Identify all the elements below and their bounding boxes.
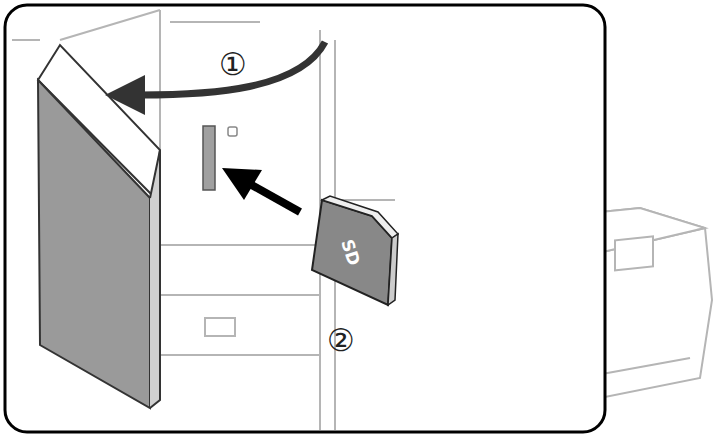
- indicator-light: [228, 127, 237, 136]
- cover-flap: [38, 45, 160, 408]
- detail-frame: [5, 5, 605, 432]
- open-arrow: [140, 42, 325, 95]
- card-slot: [203, 126, 215, 190]
- insert-arrow: [250, 184, 300, 212]
- arrow-head: [105, 75, 145, 115]
- arrow-head: [222, 168, 262, 200]
- callout-number: ②: [327, 325, 355, 356]
- callout-number: ①: [219, 49, 247, 80]
- sd-card: [312, 196, 398, 305]
- printer-body: [12, 10, 395, 430]
